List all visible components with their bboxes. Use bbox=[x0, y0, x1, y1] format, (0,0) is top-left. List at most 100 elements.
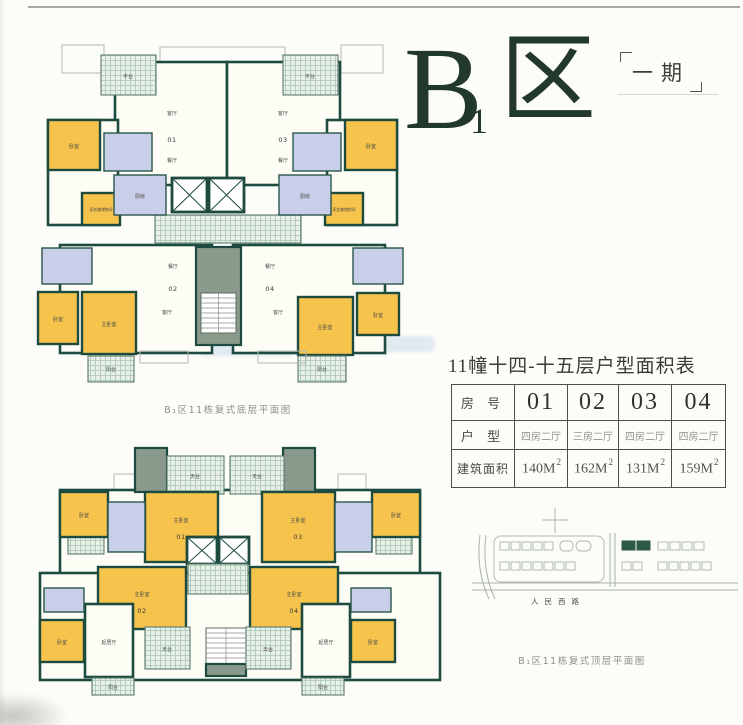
room-label: 客厅 bbox=[278, 110, 288, 117]
building-footprint bbox=[657, 541, 669, 551]
building-footprint bbox=[543, 561, 554, 571]
area-sup: 2 bbox=[713, 457, 719, 468]
room-label: 客厅 bbox=[167, 110, 177, 117]
stair-steps bbox=[285, 455, 313, 481]
room-master-bedroom bbox=[80, 290, 138, 356]
room-kitchen bbox=[113, 174, 167, 216]
unit-number: 01 bbox=[176, 533, 185, 541]
building-footprint bbox=[532, 561, 543, 571]
room-bedroom bbox=[58, 490, 110, 539]
elevator-x bbox=[171, 177, 208, 213]
table-row: 户 型 四房二厅 三房二厅 四房二厅 四房二厅 bbox=[451, 420, 726, 450]
area-sup: 2 bbox=[660, 457, 665, 468]
room-bedroom bbox=[38, 618, 86, 664]
road-line bbox=[472, 582, 738, 591]
area-cell: 131M2 bbox=[618, 449, 672, 488]
room-label: 起居厅 bbox=[101, 640, 116, 646]
unit-type-cell: 四房二厅 bbox=[618, 420, 672, 450]
room-label: 卧室 bbox=[69, 143, 79, 150]
unit-number: 01 bbox=[167, 136, 176, 144]
roof-terrace bbox=[166, 455, 225, 495]
building-footprint bbox=[521, 561, 532, 571]
zone-title-subscript: 1 bbox=[470, 101, 488, 141]
building-footprint bbox=[510, 541, 521, 551]
phase-underline bbox=[618, 94, 718, 95]
area-table-title: 11幢十四-十五层户型面积表 bbox=[448, 356, 696, 377]
table-row: 房 号 01 02 03 04 bbox=[451, 384, 726, 421]
stair-steps bbox=[201, 293, 236, 333]
room-living bbox=[83, 602, 135, 679]
zone-title-character: 区 bbox=[500, 26, 596, 133]
unit-number: 04 bbox=[289, 607, 298, 615]
balcony bbox=[301, 677, 345, 696]
balcony bbox=[87, 355, 135, 383]
stair-steps bbox=[137, 455, 165, 481]
canopy-outline bbox=[61, 44, 105, 74]
room-label: 厨房 bbox=[300, 193, 310, 200]
room-number-cell: 03 bbox=[618, 384, 672, 421]
building-footprint bbox=[554, 561, 565, 571]
room-label: 主卧室 bbox=[286, 591, 301, 598]
scan-edge-line bbox=[28, 6, 740, 8]
room-number-cell: 04 bbox=[671, 384, 726, 421]
room-bathroom bbox=[334, 501, 373, 553]
building-footprint bbox=[543, 541, 554, 551]
room-label: 卧室 bbox=[53, 316, 63, 323]
balcony bbox=[91, 677, 135, 696]
room-bedroom bbox=[370, 490, 422, 539]
stair-tower bbox=[281, 446, 317, 494]
highlighted-building-11 bbox=[636, 540, 651, 551]
unit-number: 03 bbox=[278, 136, 287, 144]
unit-number: 03 bbox=[293, 533, 302, 541]
room-label: 卧室 bbox=[366, 143, 376, 150]
room-number-cell: 01 bbox=[514, 384, 568, 421]
road-name-label: 人民西路 bbox=[531, 596, 585, 606]
room-label: 餐厅 bbox=[278, 157, 288, 164]
canopy-outline bbox=[337, 473, 367, 491]
building-footprint bbox=[499, 541, 510, 551]
canopy-outline bbox=[340, 44, 384, 74]
room-label: 主卧室 bbox=[317, 324, 332, 331]
area-cell: 159M2 bbox=[671, 449, 726, 488]
building-footprint bbox=[669, 541, 681, 551]
room-label: 卧室 bbox=[79, 512, 89, 519]
room-bathroom bbox=[103, 132, 153, 172]
table-row: 建筑面积 140M2 162M2 131M2 159M2 bbox=[451, 449, 726, 488]
plan-roof-caption: B₁区11栋复式顶层平面图 bbox=[518, 656, 646, 667]
unit-type-cell: 四房二厅 bbox=[671, 420, 726, 450]
row-header: 房 号 bbox=[451, 384, 515, 421]
window-bay bbox=[257, 350, 307, 364]
unit-number: 04 bbox=[265, 285, 274, 293]
room-label: 阳台 bbox=[317, 366, 327, 373]
room-label: 主卧室 bbox=[101, 321, 116, 328]
room-label: 卧室 bbox=[57, 639, 67, 646]
phase-badge: 一期 bbox=[620, 52, 702, 92]
zone-title-letter: B bbox=[404, 23, 483, 154]
stair-tower bbox=[133, 446, 169, 494]
area-value: 140M bbox=[522, 461, 556, 477]
room-label: 餐厅 bbox=[168, 263, 178, 270]
canopy-outline bbox=[159, 46, 286, 63]
building-footprint bbox=[657, 561, 668, 571]
room-label: 餐厅 bbox=[265, 263, 275, 270]
room-living bbox=[300, 602, 352, 679]
room-label: 天台 bbox=[252, 473, 262, 480]
building-footprint bbox=[632, 561, 643, 571]
terrace bbox=[282, 54, 339, 96]
stair-landing bbox=[204, 662, 248, 678]
room-label: 客厅 bbox=[273, 309, 283, 316]
room-label: 家务兼储物间 bbox=[90, 207, 113, 212]
room-label: 阳台 bbox=[318, 684, 328, 691]
row-header: 户 型 bbox=[451, 420, 515, 450]
room-bedroom bbox=[355, 291, 401, 337]
room-label: 卧室 bbox=[391, 512, 401, 519]
room-label: 平台 bbox=[305, 73, 315, 80]
floor-plan-roof: 天台 天台 卧室 主卧室 01 主卧室 03 卧室 主卧室 02 主卧室 04 bbox=[38, 446, 442, 696]
site-map: 人民西路 bbox=[472, 508, 738, 606]
room-kitchen bbox=[278, 174, 332, 216]
elevator-x bbox=[186, 536, 218, 565]
room-label: 天台 bbox=[162, 646, 172, 653]
elevator-x bbox=[208, 177, 245, 213]
room-label: 阳台 bbox=[108, 684, 118, 691]
